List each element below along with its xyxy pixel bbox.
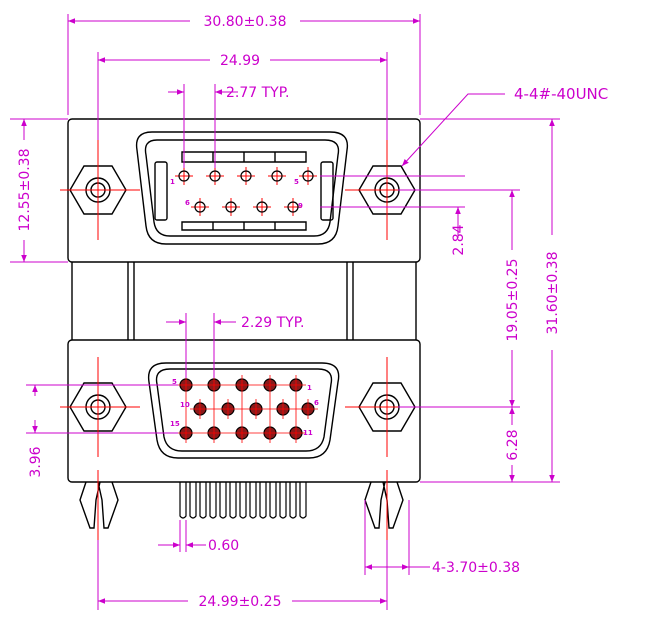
pin-label-bottom-6: 6: [314, 399, 319, 407]
top-slots: [181, 151, 307, 231]
dim-bottom-pin-offset: 6.28: [505, 429, 521, 460]
bottom-d-shell-inner: [155, 368, 333, 452]
leg-right: [364, 481, 404, 529]
dim-pin-width: 0.60: [208, 538, 239, 554]
dim-leg-width: 4-3.70±0.38: [432, 560, 520, 576]
bottom-flange: [67, 339, 421, 483]
pin-label-bottom-10: 10: [180, 401, 190, 409]
bottom-d-shell-outer: [147, 362, 340, 459]
pin-label-top-6: 6: [185, 199, 190, 207]
pin-label-bottom-15: 15: [170, 420, 180, 428]
dim-overall-height: 31.60±0.38: [545, 252, 561, 335]
top-key-right: [320, 161, 334, 221]
top-key-left: [154, 161, 168, 221]
pin-label-bottom-1: 1: [307, 384, 312, 392]
dim-row-spacing-top: 2.84: [451, 224, 467, 255]
dim-leg-spacing: 24.99±0.25: [199, 594, 282, 610]
dim-top-block-height: 12.55±0.38: [17, 149, 33, 232]
pin-numbers: 1 5 6 9 5 1 10 6 15 11: [170, 178, 319, 437]
bottom-pins: [176, 375, 318, 443]
top-pins: [178, 170, 314, 213]
dim-bottom-screw-offset: 3.96: [28, 446, 44, 477]
dim-overall-width: 30.80±0.38: [204, 14, 287, 30]
pin-label-bottom-11: 11: [303, 429, 313, 437]
dim-pitch-top: 2.77 TYP.: [226, 85, 289, 101]
pin-label-top-5: 5: [294, 178, 299, 186]
top-d-shell-inner: [144, 139, 340, 237]
pin-label-bottom-5: 5: [172, 378, 177, 386]
top-d-shell-outer: [135, 131, 349, 245]
dimension-lines: [10, 14, 560, 610]
spacer-frame: [71, 262, 417, 340]
dim-pitch-bottom: 2.29 TYP.: [241, 315, 304, 331]
pin-label-top-9: 9: [298, 202, 303, 210]
dimension-labels: 30.80±0.38 24.99 2.77 TYP. 4-4#-40UNC 12…: [17, 14, 608, 610]
leg-left: [79, 481, 119, 529]
centerlines: [60, 140, 428, 540]
pin-label-top-1: 1: [170, 178, 175, 186]
solder-pins: [179, 482, 307, 519]
dim-screw-spacing-top: 24.99: [220, 53, 260, 69]
dim-connector-spacing: 19.05±0.25: [505, 259, 521, 342]
dim-thread: 4-4#-40UNC: [514, 85, 608, 103]
